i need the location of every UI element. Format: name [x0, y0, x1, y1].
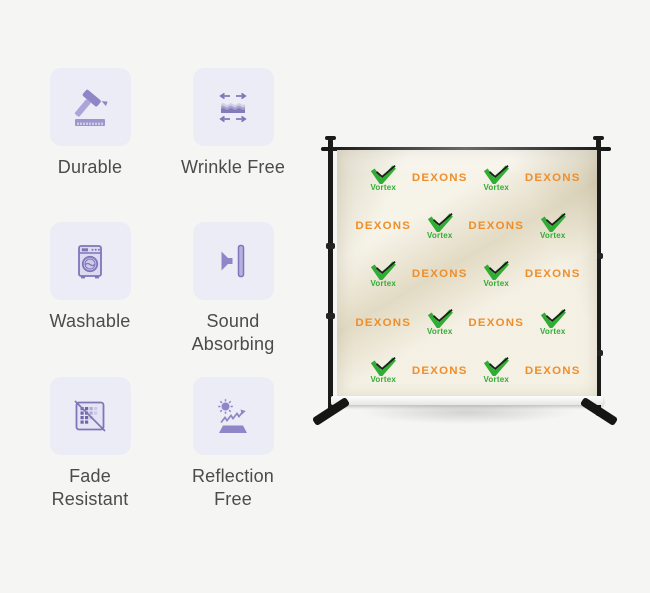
- vortex-logo: Vortex: [370, 260, 397, 288]
- feature-durable: Durable: [20, 68, 160, 222]
- banner-cell: Vortex: [468, 154, 525, 202]
- vortex-logo: Vortex: [483, 357, 510, 385]
- vortex-wordmark: Vortex: [370, 182, 396, 192]
- feature-sound-absorbing: Sound Absorbing: [163, 222, 303, 377]
- vortex-check-icon: [540, 212, 566, 232]
- feature-label: Reflection Free: [191, 466, 275, 510]
- banner-cell: DEXONS: [412, 347, 469, 395]
- dexons-wordmark: DEXONS: [355, 316, 412, 329]
- banner-cell: DEXONS: [525, 347, 582, 395]
- feature-tile: [192, 377, 274, 455]
- feature-label: Durable: [57, 157, 123, 177]
- product-image-banner-stand[interactable]: Vortex DEXONS Vortex DEXONS DEXONS Vorte…: [305, 0, 650, 593]
- stretch-fabric-icon: [219, 92, 247, 123]
- banner-cell: Vortex: [355, 347, 412, 395]
- banner-cell: DEXONS: [355, 299, 412, 347]
- vortex-logo: Vortex: [370, 357, 397, 385]
- dexons-wordmark: DEXONS: [468, 220, 525, 232]
- feature-label: Sound Absorbing: [191, 311, 275, 355]
- vortex-check-icon: [427, 212, 453, 232]
- banner-cell: Vortex: [412, 202, 469, 250]
- dexons-wordmark: DEXONS: [524, 172, 581, 184]
- vortex-logo: Vortex: [427, 309, 453, 336]
- stand-pole-left: [328, 139, 333, 416]
- washing-machine-icon: [78, 245, 102, 279]
- stand-pole-right: [596, 139, 601, 416]
- banner-cell: Vortex: [468, 250, 525, 298]
- vortex-logo: Vortex: [539, 212, 566, 240]
- dexons-wordmark: DEXONS: [411, 268, 468, 281]
- sun-reflection-icon: [218, 399, 247, 433]
- banner-cell: DEXONS: [355, 202, 412, 250]
- vortex-check-icon: [371, 164, 397, 184]
- vortex-check-icon: [371, 260, 397, 280]
- vortex-check-icon: [484, 260, 510, 280]
- feature-label: Wrinkle Free: [180, 157, 286, 177]
- feature-fade-resistant: Fade Resistant: [20, 377, 160, 511]
- vortex-logo: Vortex: [483, 164, 510, 192]
- vortex-wordmark: Vortex: [483, 182, 509, 192]
- banner-cell: Vortex: [525, 202, 582, 250]
- vortex-wordmark: Vortex: [483, 278, 509, 288]
- feature-tile: [49, 68, 131, 146]
- pole-adjuster-knob: [594, 253, 603, 259]
- vortex-wordmark: Vortex: [426, 327, 453, 337]
- banner-cell: Vortex: [468, 347, 525, 395]
- dexons-wordmark: DEXONS: [524, 365, 581, 377]
- dexons-wordmark: DEXONS: [411, 365, 468, 377]
- hammer-icon: [74, 89, 108, 126]
- pole-adjuster-knob: [594, 350, 603, 356]
- banner-cell: DEXONS: [525, 154, 582, 202]
- vortex-wordmark: Vortex: [483, 375, 509, 385]
- vortex-check-icon: [484, 164, 510, 184]
- banner-cell: Vortex: [355, 154, 412, 202]
- vortex-wordmark: Vortex: [370, 278, 396, 288]
- stand-bottom-crossbar: [331, 396, 603, 405]
- banner-cell: DEXONS: [412, 154, 469, 202]
- feature-wrinkle-free: Wrinkle Free: [163, 68, 303, 222]
- vortex-logo: Vortex: [426, 212, 453, 240]
- banner-cell: Vortex: [355, 250, 412, 298]
- banner-cell: DEXONS: [412, 250, 469, 298]
- banner-grid: Vortex DEXONS Vortex DEXONS DEXONS Vorte…: [337, 150, 597, 397]
- dexons-wordmark: DEXONS: [411, 172, 468, 184]
- feature-tile: [49, 222, 131, 300]
- dexons-wordmark: DEXONS: [524, 268, 581, 281]
- vortex-wordmark: Vortex: [539, 327, 566, 337]
- banner-cell: DEXONS: [525, 250, 582, 298]
- banner-cell: Vortex: [525, 299, 582, 347]
- banner-cell: DEXONS: [468, 202, 525, 250]
- vortex-logo: Vortex: [483, 260, 510, 288]
- vortex-check-icon: [427, 309, 453, 329]
- feature-label: Fade Resistant: [51, 466, 129, 510]
- vortex-check-icon: [371, 357, 397, 377]
- banner-fabric: Vortex DEXONS Vortex DEXONS DEXONS Vorte…: [337, 150, 597, 397]
- dexons-wordmark: DEXONS: [468, 316, 525, 329]
- banner-cell: Vortex: [412, 299, 469, 347]
- pole-cap: [593, 136, 604, 140]
- feature-tile: [192, 68, 274, 146]
- feature-tile: [192, 222, 274, 300]
- vortex-check-icon: [540, 309, 566, 329]
- vortex-check-icon: [484, 357, 510, 377]
- dexons-wordmark: DEXONS: [355, 220, 412, 232]
- banner-cell: DEXONS: [468, 299, 525, 347]
- feature-washable: Washable: [20, 222, 160, 377]
- speaker-wall-icon: [221, 244, 245, 278]
- vortex-logo: Vortex: [540, 309, 566, 336]
- stand-top-crossbar: [321, 147, 611, 151]
- pole-cap: [325, 136, 336, 140]
- features-panel: Durable Wrinkle Free: [0, 0, 303, 511]
- pole-adjuster-knob: [326, 243, 335, 249]
- vortex-wordmark: Vortex: [426, 230, 453, 240]
- vortex-wordmark: Vortex: [539, 230, 566, 240]
- vortex-logo: Vortex: [370, 164, 397, 192]
- feature-label: Washable: [49, 311, 131, 331]
- feature-tile: [49, 377, 131, 455]
- pole-adjuster-knob: [326, 313, 335, 319]
- feature-reflection-free: Reflection Free: [163, 377, 303, 511]
- vortex-wordmark: Vortex: [370, 375, 396, 385]
- fade-grid-icon: [74, 400, 106, 432]
